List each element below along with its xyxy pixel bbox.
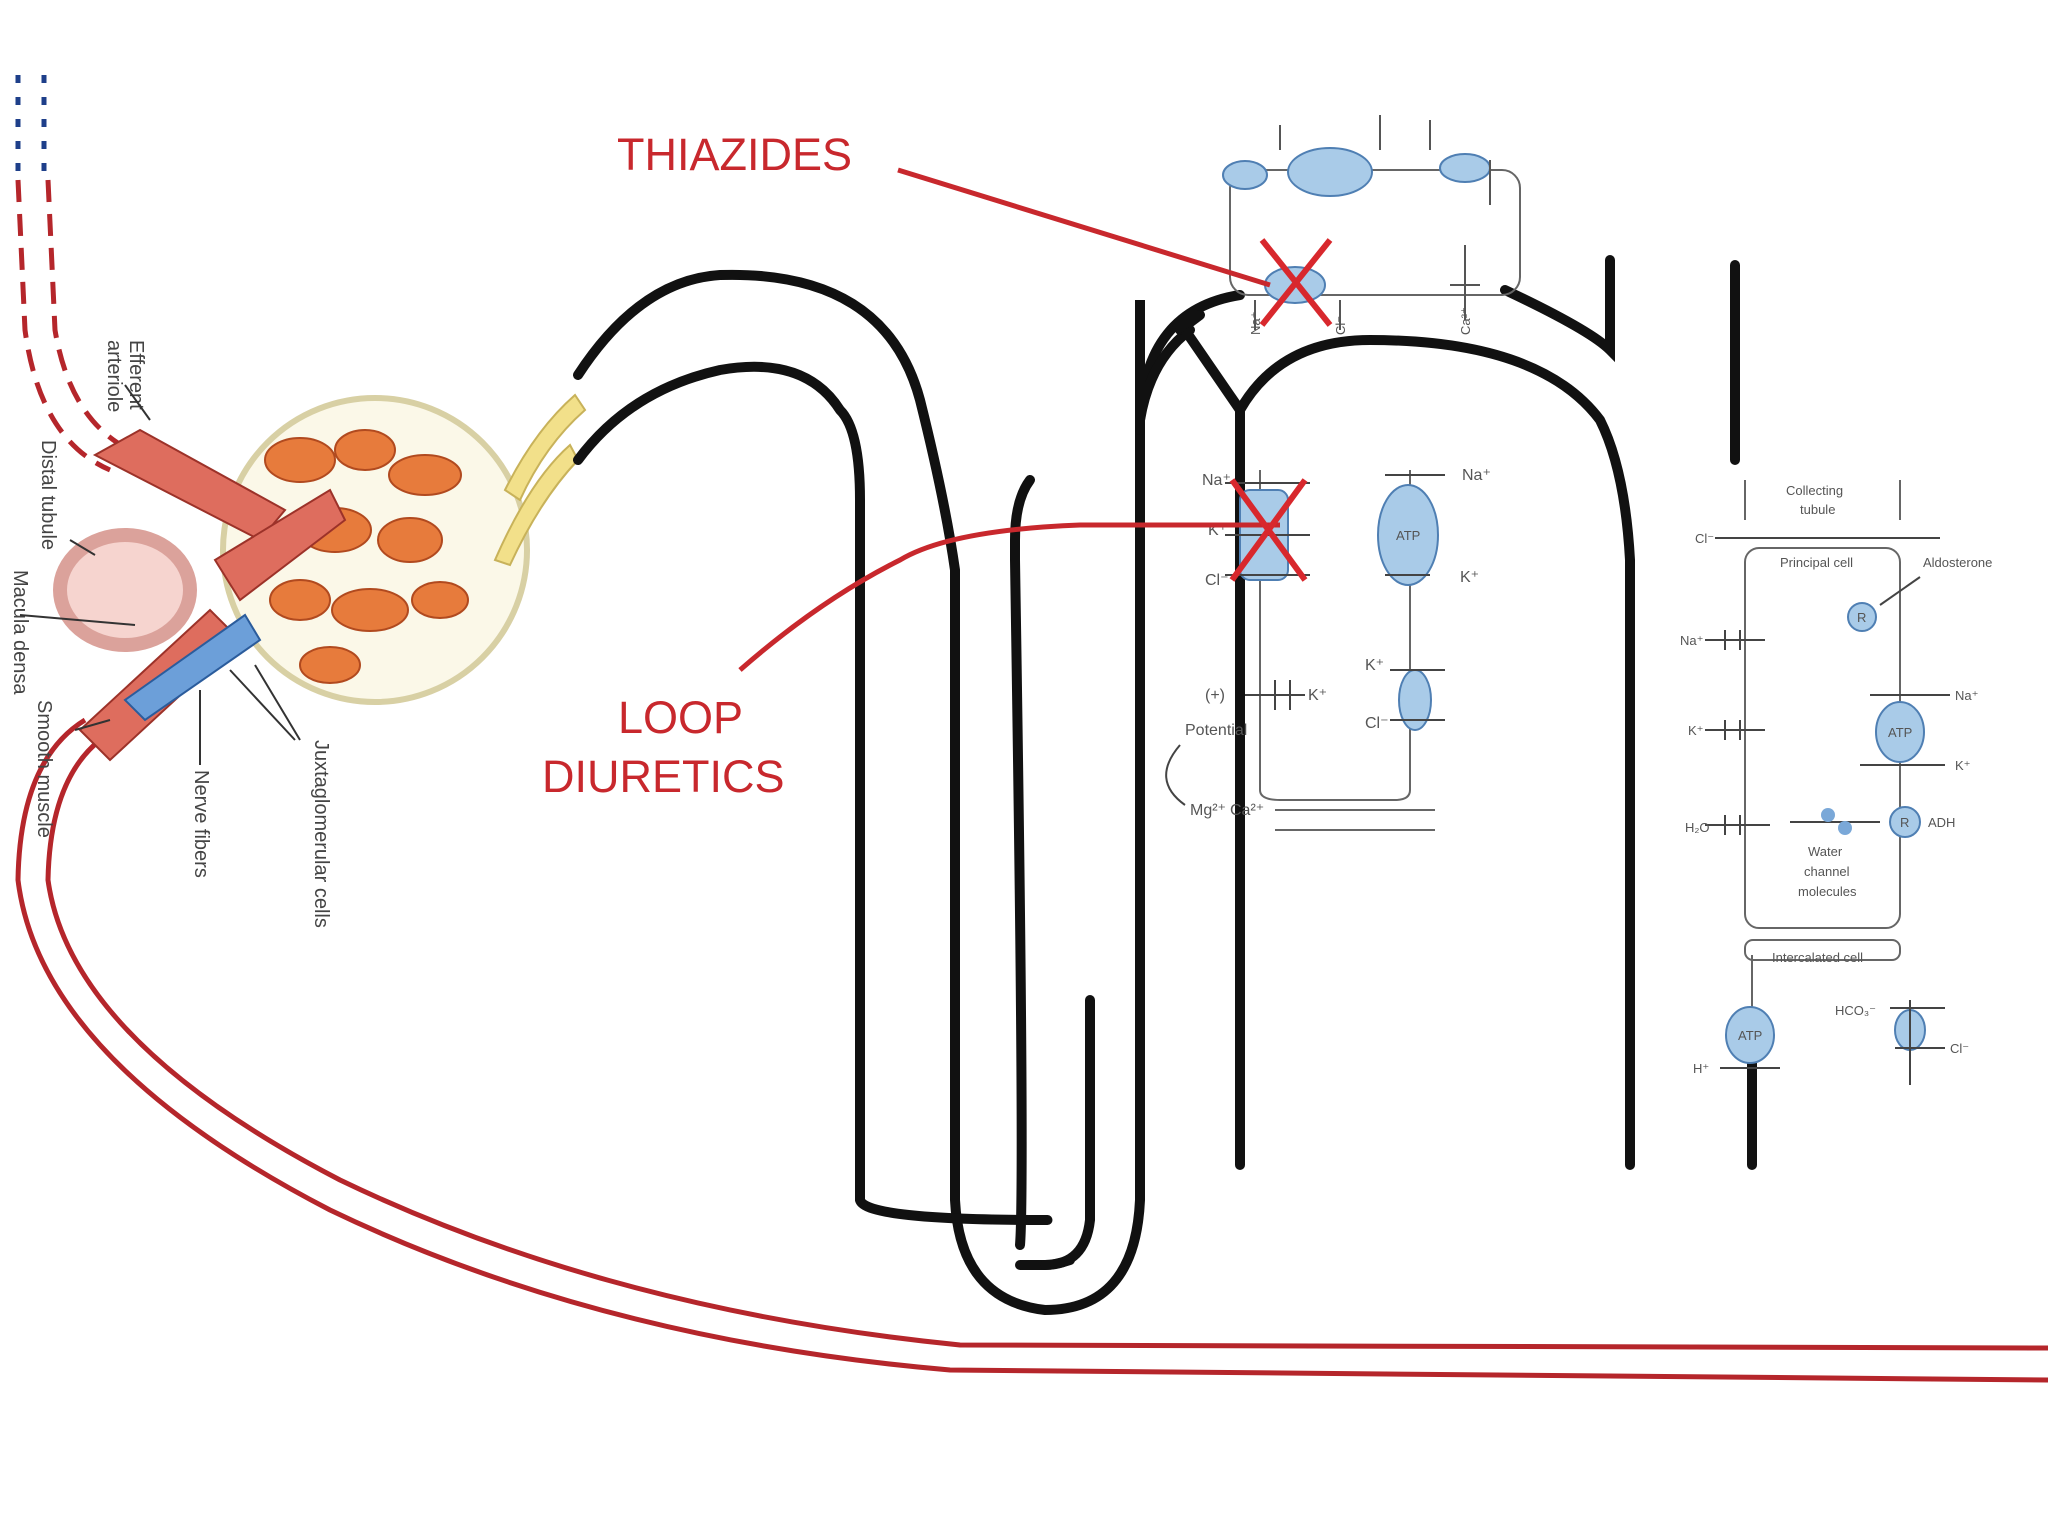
collecting-k-right: K⁺ (1955, 758, 1971, 773)
efferent-arteriole (213, 488, 347, 602)
loop-na-label: Na⁺ (1202, 472, 1231, 489)
distal-na-label: Na⁺ (1248, 312, 1263, 335)
jg-cells-label: Juxtaglomerular cells (310, 740, 332, 928)
loop-k-in-label: K⁺ (1460, 569, 1479, 586)
loop-na-out-label: Na⁺ (1462, 467, 1491, 484)
collecting-title-1: Collecting (1786, 483, 1843, 498)
water-3: molecules (1798, 884, 1857, 899)
loop-of-henle-inner (573, 361, 1053, 1225)
distal-tubule (53, 528, 197, 652)
collecting-tubule-diagram: Collecting tubule Cl⁻ Principal cell Ald… (1680, 480, 1992, 1085)
loop-diuretics-annotation: LOOP DIURETICS (542, 478, 1308, 802)
thiazides-annotation: THIAZIDES (617, 129, 1333, 327)
adh-label: ADH (1928, 815, 1955, 830)
loop-cell-outline (1259, 470, 1411, 801)
h2o-label: H₂O (1685, 820, 1710, 835)
loop-pointer (738, 522, 1280, 672)
intercalated-cell (1744, 939, 1901, 961)
aldosterone-label: Aldosterone (1923, 555, 1992, 570)
smooth-muscle-label: Smooth muscle (33, 700, 55, 838)
proximal-tubule-start (503, 393, 587, 502)
distal-cell-diagram: Na⁺ Cl⁻ Ca²⁺ (1222, 115, 1521, 335)
atp1-label: ATP (1888, 725, 1912, 740)
distal-cell-outline (1229, 169, 1521, 296)
nephron-tubule (573, 255, 1757, 1316)
thiazides-block-x (1259, 238, 1333, 327)
loop-label-line2: DIURETICS (542, 751, 785, 802)
intercalated-label: Intercalated cell (1772, 950, 1863, 965)
distal-transporter-3 (1439, 153, 1491, 183)
atp-label-loop: ATP (1396, 528, 1420, 543)
water-1: Water (1808, 844, 1843, 859)
principal-atpase (1875, 701, 1925, 763)
principal-label: Principal cell (1780, 555, 1853, 570)
collecting-na-out: Na⁺ (1955, 688, 1978, 703)
loop-k-channel-label: K⁺ (1308, 687, 1327, 704)
loop-ca-label: Ca²⁺ (1230, 802, 1264, 819)
loop-cl-label: Cl⁻ (1205, 572, 1229, 589)
macula-densa (123, 613, 262, 722)
collecting-duct-left (1500, 255, 1615, 363)
distal-cl-label: Cl⁻ (1333, 316, 1348, 335)
corner-decoration (15, 75, 47, 175)
loop-of-henle-outer (573, 269, 1245, 1316)
loop-mg-label: Mg²⁺ (1190, 802, 1226, 819)
glomerulus-labels: Efferent arteriole Distal tubule Macula … (9, 340, 332, 928)
distal-tubule-label: Distal tubule (37, 440, 59, 550)
arteriole-label: arteriole (103, 340, 125, 412)
cl2-label: Cl⁻ (1950, 1041, 1969, 1056)
nerve-fibers-label: Nerve fibers (190, 770, 212, 878)
adh-receptor (1889, 806, 1921, 838)
thiazides-pointer (897, 167, 1271, 288)
distal-tubule-arc (1235, 334, 1635, 1170)
intercalated-atpase (1725, 1006, 1775, 1064)
hco3-label: HCO₃⁻ (1835, 1003, 1876, 1018)
r2-label: R (1900, 815, 1909, 830)
loop-cl-cotrans-label: Cl⁻ (1365, 715, 1389, 732)
loop-label-line1: LOOP (618, 692, 743, 743)
distal-ca-label: Ca²⁺ (1458, 307, 1473, 335)
loop-plus-label: (+) (1205, 687, 1225, 704)
thiazides-label: THIAZIDES (617, 129, 852, 180)
glomerulus-illustration (53, 393, 587, 762)
loop-k-cotrans-label: K⁺ (1365, 657, 1384, 674)
r1-label: R (1857, 610, 1866, 625)
macula-densa-label: Macula densa (9, 570, 31, 695)
na-k-atpase (1377, 484, 1439, 586)
atp2-label: ATP (1738, 1028, 1762, 1043)
loop-block-x (1229, 478, 1308, 582)
aldosterone-receptor (1847, 602, 1877, 632)
collecting-title-2: tubule (1800, 502, 1835, 517)
collecting-na-in: Na⁺ (1680, 633, 1703, 648)
distal-atpase (1287, 147, 1373, 197)
tubule-join (1135, 300, 1245, 420)
loop-cell-diagram: ATP Na⁺ K⁺ Cl⁻ Na⁺ K⁺ K⁺ Cl⁻ (+) K⁺ Pote… (1165, 467, 1491, 831)
distal-segment-left (1175, 310, 1205, 335)
water-2: channel (1804, 864, 1850, 879)
collecting-cl-label: Cl⁻ (1695, 531, 1714, 546)
blood-vessel-lines (15, 179, 2048, 1383)
collecting-k-left: K⁺ (1688, 723, 1704, 738)
afferent-arteriole (92, 428, 287, 542)
h-label: H⁺ (1693, 1061, 1709, 1076)
loop-potential-label: Potential (1185, 722, 1247, 739)
distal-transporter-1 (1222, 160, 1268, 190)
